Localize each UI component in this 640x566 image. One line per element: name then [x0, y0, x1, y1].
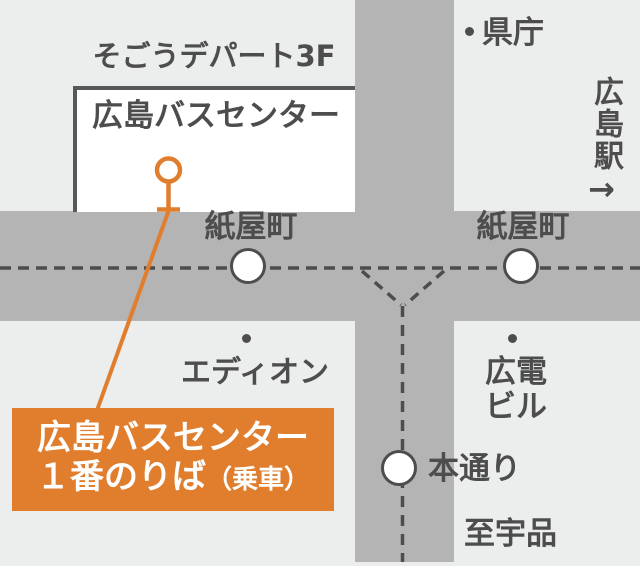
hiroshima-station-label: 広島駅: [588, 76, 623, 172]
boarding-callout: 広島バスセンター １番のりば（乗車）: [12, 408, 334, 511]
callout-line2-main: １番のりば: [35, 457, 206, 497]
hiroshima-station-arrow-icon: →: [588, 170, 615, 208]
hiroden-building-label: 広電 ビル: [466, 355, 566, 425]
kamiyacho-east-label: 紙屋町: [476, 209, 570, 245]
kamiyacho-west-station-icon: [230, 248, 266, 284]
kencho-label: 県庁: [482, 15, 544, 51]
to-ujina-label: 至宇品: [464, 516, 557, 552]
kamiyacho-west-label: 紙屋町: [204, 209, 298, 245]
callout-line2-paren: （乗車）: [205, 465, 310, 495]
bus-center-label: 広島バスセンター: [92, 98, 340, 134]
hiroden-dot-icon: [508, 334, 517, 343]
edion-dot-icon: [242, 334, 251, 343]
hondori-label: 本通り: [428, 451, 521, 487]
callout-line1: 広島バスセンター: [37, 418, 309, 458]
edion-label: エディオン: [181, 355, 329, 390]
callout-line2: １番のりば（乗車）: [36, 457, 310, 500]
hiroden-line2: ビル: [485, 389, 547, 425]
building-bus-center: [73, 86, 355, 212]
kencho-dot-icon: [465, 27, 474, 36]
hondori-station-icon: [381, 450, 417, 486]
hiroden-line1: 広電: [485, 354, 547, 390]
sogo-department-label: そごうデパート3F: [92, 39, 336, 73]
kamiyacho-east-station-icon: [503, 248, 539, 284]
